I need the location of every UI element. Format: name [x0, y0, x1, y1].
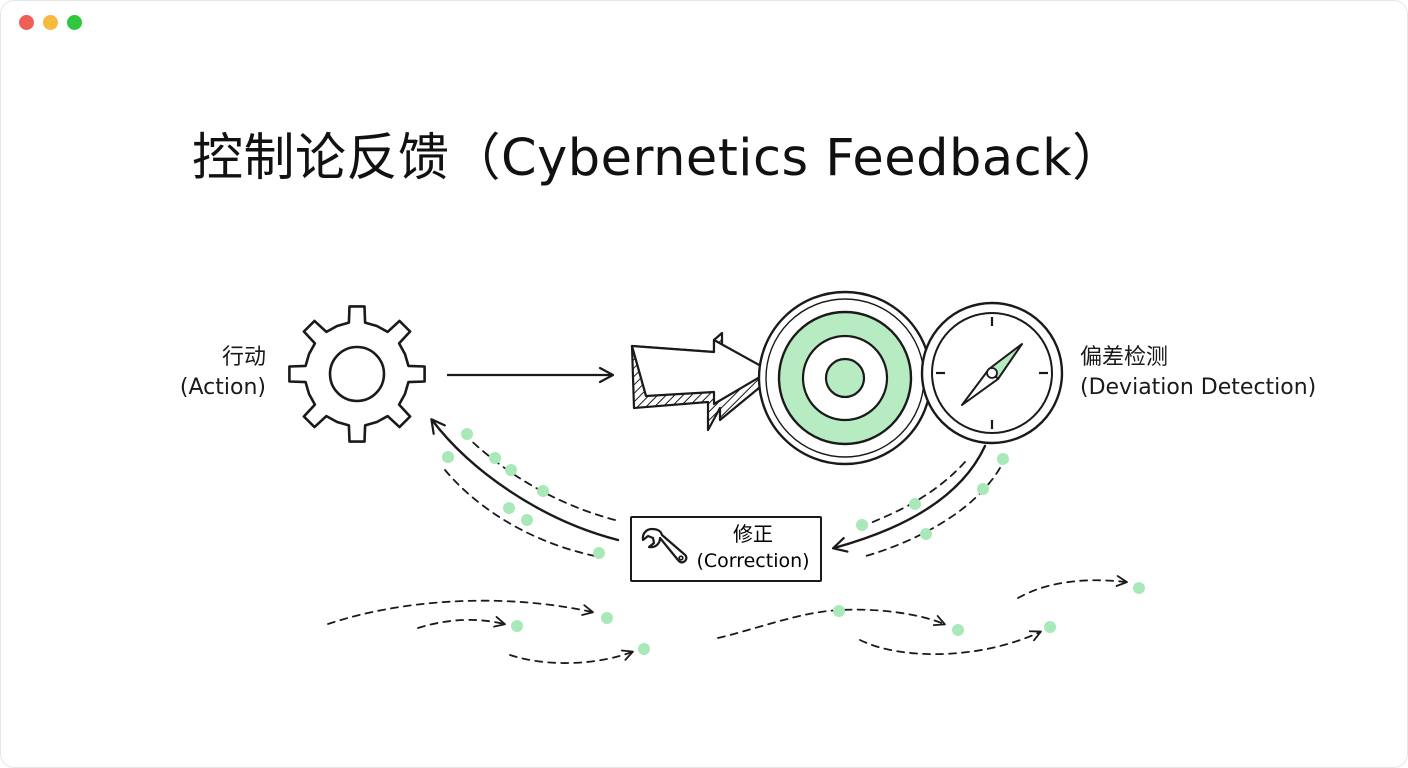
feedback-dots: [442, 428, 1009, 559]
block-arrow-icon: [630, 331, 778, 432]
wrench-icon: [641, 527, 688, 564]
action-label-en: (Action): [179, 375, 266, 400]
page-title: 控制论反馈（Cybernetics Feedback）: [192, 129, 1124, 188]
correction-label-zh: 修正: [733, 522, 773, 546]
maximize-button[interactable]: [67, 15, 82, 30]
action-label: 行动 (Action): [160, 343, 266, 403]
compass-icon: [920, 301, 1064, 445]
minimize-button[interactable]: [43, 15, 58, 30]
window-controls: [19, 15, 82, 30]
correction-label-en: (Correction): [696, 550, 810, 572]
detection-label: 偏差检测 (Deviation Detection): [1080, 343, 1342, 403]
detection-label-en: (Deviation Detection): [1080, 375, 1317, 400]
detection-label-zh: 偏差检测: [1080, 345, 1169, 370]
correction-to-action-arrow: [430, 418, 620, 542]
flow-dots: [511, 582, 1145, 655]
close-button[interactable]: [19, 15, 34, 30]
correction-box: 修正 (Correction): [630, 516, 822, 582]
action-label-zh: 行动: [221, 345, 266, 370]
correction-label: 修正 (Correction): [690, 520, 816, 574]
detection-to-correction-arrow: [831, 444, 987, 553]
gear-icon: [288, 305, 426, 443]
flow-arrows: [327, 575, 1128, 664]
target-icon: [757, 290, 933, 466]
